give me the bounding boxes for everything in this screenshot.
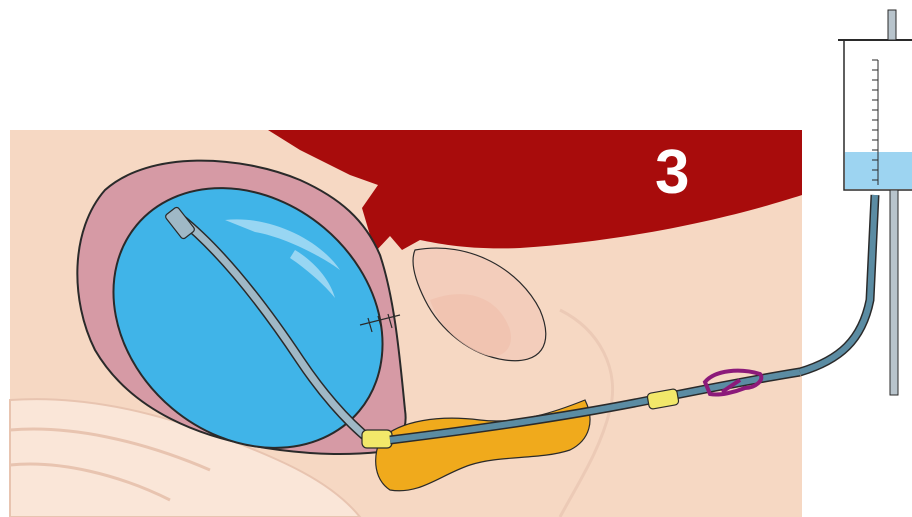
syringe-tube-outline: [800, 195, 875, 372]
step-number: 3: [655, 138, 689, 207]
syringe-tube: [800, 195, 875, 372]
cervix-connector: [362, 430, 392, 448]
